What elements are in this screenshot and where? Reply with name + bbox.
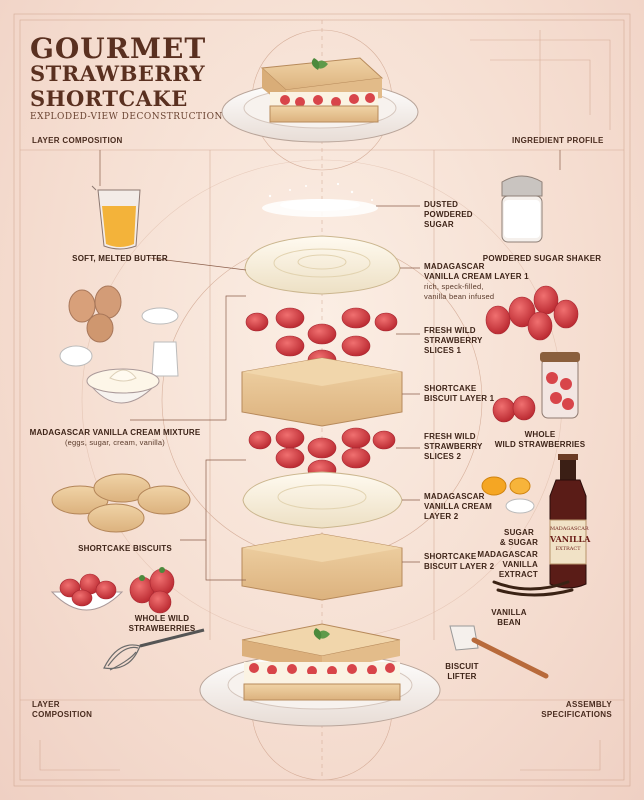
layer-5-line2: VANILLA CREAM xyxy=(424,502,492,511)
layer-label-biscuit-2: SHORTCAKE BISCUIT LAYER 2 xyxy=(424,552,494,572)
layer-0-line2: POWDERED xyxy=(424,210,473,219)
layer-2-line2: STRAWBERRY xyxy=(424,336,483,345)
layer-0-line3: SUGAR xyxy=(424,220,454,229)
extract-line2: VANILLA xyxy=(502,560,538,569)
title-line-3: SHORTCAKE xyxy=(30,86,188,111)
top-plated-cake-illustration xyxy=(221,57,419,143)
whole-strawberries-illustration xyxy=(485,285,579,341)
bean-line1: VANILLA xyxy=(491,608,527,617)
cream-mixture-desc: (eggs, sugar, cream, vanilla) xyxy=(64,438,165,447)
section-ingredient-profile: INGREDIENT PROFILE xyxy=(512,136,604,145)
layer-2-line3: SLICES 1 xyxy=(424,346,462,355)
bottom-plated-cake-illustration xyxy=(199,623,441,727)
vanilla-bean-illustration xyxy=(492,580,574,597)
layer-6-line2: BISCUIT LAYER 2 xyxy=(424,562,495,571)
layer-label-strawberry-2: FRESH WILD STRAWBERRY SLICES 2 xyxy=(424,432,483,462)
leader-lines xyxy=(99,150,561,581)
whole-wild-line1: WHOLE xyxy=(524,430,556,439)
layer-1-desc2: vanilla bean infused xyxy=(424,292,495,301)
bottle-label: MADAGASCAR VANILLA EXTRACT xyxy=(550,524,591,554)
layer-label-biscuit-1: SHORTCAKE BISCUIT LAYER 1 xyxy=(424,384,494,404)
extract-line1: MADAGASCAR xyxy=(477,550,538,559)
cream-layer-2 xyxy=(242,471,403,529)
whisk-illustration xyxy=(103,628,205,671)
page-subtitle: EXPLODED-VIEW DECONSTRUCTION xyxy=(30,112,223,122)
layer-6-line1: SHORTCAKE xyxy=(424,552,477,561)
layer-5-line3: LAYER 2 xyxy=(424,512,459,521)
section-layer-composition-bottom-line2: COMPOSITION xyxy=(32,710,93,719)
ingredient-label-sugar: SUGAR & SUGAR xyxy=(494,528,544,548)
layer-label-cream-2: MADAGASCAR VANILLA CREAM LAYER 2 xyxy=(424,492,492,522)
biscuit-layer-1 xyxy=(241,357,403,427)
layer-1-desc1: rich, speck-filled, xyxy=(424,282,484,291)
cream-mixture-title: MADAGASCAR VANILLA CREAM MIXTURE xyxy=(29,428,201,437)
whole-berries-line1: WHOLE WILD xyxy=(134,614,190,623)
bean-line2: BEAN xyxy=(497,618,521,627)
biscuits-illustration xyxy=(51,473,191,533)
ingredient-label-biscuits: SHORTCAKE BISCUITS xyxy=(78,544,172,553)
biscuit-lifter-illustration xyxy=(449,625,549,679)
whole-wild-line2: WILD STRAWBERRIES xyxy=(494,440,586,449)
layer-label-powdered-sugar: DUSTED POWDERED SUGAR xyxy=(424,200,473,230)
cream-layer-1 xyxy=(244,235,401,295)
strawberry-slices-1 xyxy=(245,307,398,371)
section-assembly-specs: ASSEMBLY SPECIFICATIONS xyxy=(520,700,612,720)
ingredient-label-butter: SOFT, MELTED BUTTER xyxy=(72,254,168,263)
vanilla-extract-bottle-illustration xyxy=(549,454,587,589)
ingredient-label-extract: MADAGASCAR VANILLA EXTRACT xyxy=(470,550,538,580)
page-title: GOURMET STRAWBERRY SHORTCAKE xyxy=(30,32,207,112)
layer-1-line1: MADAGASCAR xyxy=(424,262,485,271)
title-line-2: STRAWBERRY xyxy=(30,61,206,86)
layer-4-line3: SLICES 2 xyxy=(424,452,462,461)
section-layer-composition-top: LAYER COMPOSITION xyxy=(32,136,123,145)
sugar-line1: SUGAR xyxy=(504,528,534,537)
layer-label-cream-1: MADAGASCAR VANILLA CREAM LAYER 1 rich, s… xyxy=(424,262,529,302)
bottle-label-line3: EXTRACT xyxy=(555,546,581,552)
sugar-shaker-illustration xyxy=(501,175,543,243)
layer-0-line1: DUSTED xyxy=(424,200,459,209)
berry-bowl-illustration xyxy=(50,567,175,614)
whole-berries-line2: STRAWBERRIES xyxy=(128,624,196,633)
ingredient-label-shaker: POWDERED SUGAR SHAKER xyxy=(482,254,602,263)
title-line-1: GOURMET xyxy=(30,32,207,65)
section-assembly-specs-line1: ASSEMBLY xyxy=(565,700,612,709)
section-layer-composition-bottom: LAYER COMPOSITION xyxy=(32,700,92,720)
ingredient-label-whole-berries: WHOLE WILD STRAWBERRIES xyxy=(122,614,202,634)
layer-1-line2: VANILLA CREAM LAYER 1 xyxy=(424,272,529,281)
ingredient-label-whole-wild-strawberries: WHOLE WILD STRAWBERRIES xyxy=(480,430,600,450)
butter-beaker-illustration xyxy=(91,185,141,250)
extract-line3: EXTRACT xyxy=(498,570,538,579)
layer-3-line2: BISCUIT LAYER 1 xyxy=(424,394,495,403)
ingredient-label-vanilla-bean: VANILLA BEAN xyxy=(484,608,534,628)
layer-label-strawberry-1: FRESH WILD STRAWBERRY SLICES 1 xyxy=(424,326,483,356)
eggs-cream-bowl-illustration xyxy=(59,285,179,404)
bottle-label-line2: VANILLA xyxy=(550,534,591,544)
strawberry-slices-2 xyxy=(248,427,396,481)
sugar-egg-illustration xyxy=(481,476,535,514)
sugar-line2: & SUGAR xyxy=(499,538,539,547)
biscuit-layer-2 xyxy=(241,533,403,601)
lifter-line2: LIFTER xyxy=(447,672,477,681)
section-assembly-specs-line2: SPECIFICATIONS xyxy=(541,710,612,719)
layer-3-line1: SHORTCAKE xyxy=(424,384,477,393)
ingredient-label-biscuit-lifter: BISCUIT LIFTER xyxy=(432,662,492,682)
section-layer-composition-bottom-line1: LAYER xyxy=(32,700,60,709)
powdered-sugar-dust xyxy=(262,182,378,217)
layer-5-line1: MADAGASCAR xyxy=(424,492,485,501)
lifter-line1: BISCUIT xyxy=(445,662,479,671)
bottle-label-line1: MADAGASCAR xyxy=(550,526,589,532)
layer-2-line1: FRESH WILD xyxy=(424,326,476,335)
ingredient-label-cream-mixture: MADAGASCAR VANILLA CREAM MIXTURE (eggs, … xyxy=(20,428,210,448)
layer-4-line1: FRESH WILD xyxy=(424,432,476,441)
layer-4-line2: STRAWBERRY xyxy=(424,442,483,451)
berry-jar-illustration xyxy=(492,352,580,423)
